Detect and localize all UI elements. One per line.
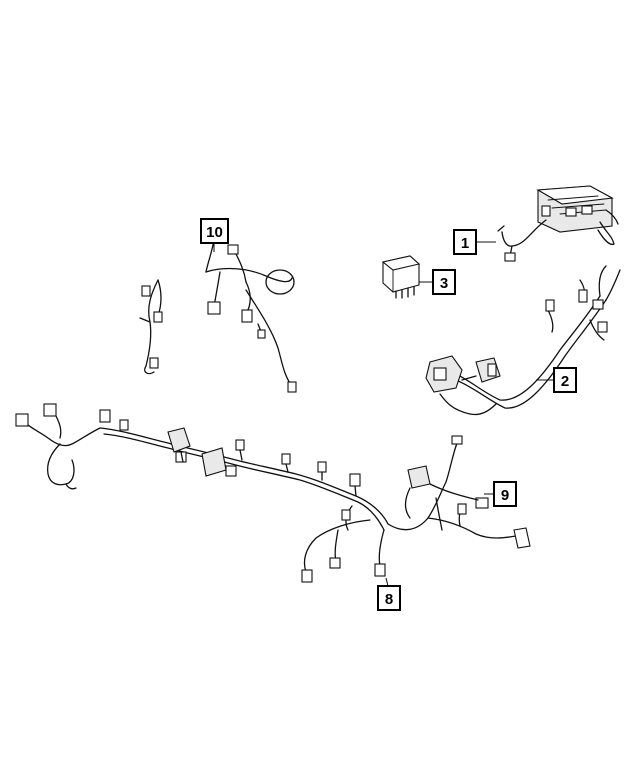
part-8-main-harness [15,403,531,583]
callout-8-label: 8 [385,591,393,608]
sensor-harness-left [139,279,163,375]
callout-9: 9 [493,481,517,507]
leader-8 [385,577,389,587]
part-3-relay [381,255,421,299]
part-1-fuse-box-harness [497,185,619,262]
callout-10-label: 10 [206,224,223,241]
callout-9-label: 9 [501,487,509,504]
callout-8: 8 [377,585,401,611]
callout-1-label: 1 [461,235,469,252]
callout-3: 3 [432,269,456,295]
callout-2: 2 [553,367,577,393]
part-10-small-harness [205,239,297,393]
callout-10: 10 [200,218,229,244]
part-2-engine-harness [425,265,621,416]
leader-lines [213,241,554,587]
callout-1: 1 [453,229,477,255]
callout-3-label: 3 [440,275,448,292]
callout-2-label: 2 [561,373,569,390]
